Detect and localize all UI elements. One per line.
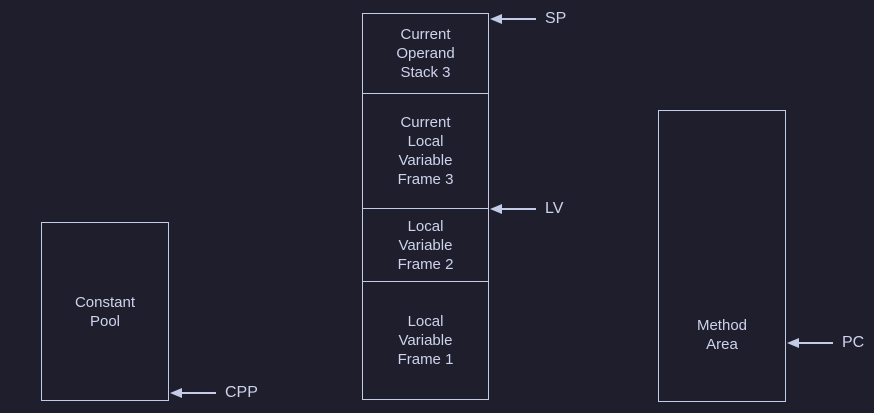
lv-pointer-label: LV — [545, 200, 564, 217]
sp-pointer: SP — [490, 11, 566, 27]
stack-segment-local-variable-frame-3: Current Local Variable Frame 3 — [363, 94, 488, 209]
stack-segment-local-variable-frame-2: Local Variable Frame 2 — [363, 209, 488, 282]
stack-segment-operand-stack-3: Current Operand Stack 3 — [363, 14, 488, 94]
stack-segment-label: Current Local Variable Frame 3 — [397, 114, 454, 188]
arrow-line — [502, 18, 536, 20]
stack-segment-label: Local Variable Frame 1 — [397, 313, 454, 368]
stack-segment-label: Local Variable Frame 2 — [397, 217, 454, 273]
left-arrow-icon — [490, 204, 502, 214]
lv-pointer: LV — [490, 201, 563, 217]
stack-segment-local-variable-frame-1: Local Variable Frame 1 — [363, 282, 488, 399]
cpp-pointer-label: CPP — [225, 384, 258, 401]
method-area-label: Method Area — [696, 317, 748, 353]
left-arrow-icon — [787, 338, 799, 348]
arrow-line — [502, 208, 536, 210]
left-arrow-icon — [170, 388, 182, 398]
constant-pool-box: Constant Pool — [41, 222, 169, 401]
stack-box: Current Operand Stack 3 Current Local Va… — [362, 13, 489, 400]
cpp-pointer: CPP — [170, 385, 258, 401]
pc-pointer: PC — [787, 335, 864, 351]
arrow-line — [799, 342, 833, 344]
method-area-box: Method Area — [658, 110, 786, 402]
constant-pool-label: Constant Pool — [74, 293, 136, 330]
sp-pointer-label: SP — [545, 10, 567, 27]
stack-segment-label: Current Operand Stack 3 — [396, 26, 455, 81]
left-arrow-icon — [490, 14, 502, 24]
pc-pointer-label: PC — [842, 334, 865, 351]
arrow-line — [182, 392, 216, 394]
